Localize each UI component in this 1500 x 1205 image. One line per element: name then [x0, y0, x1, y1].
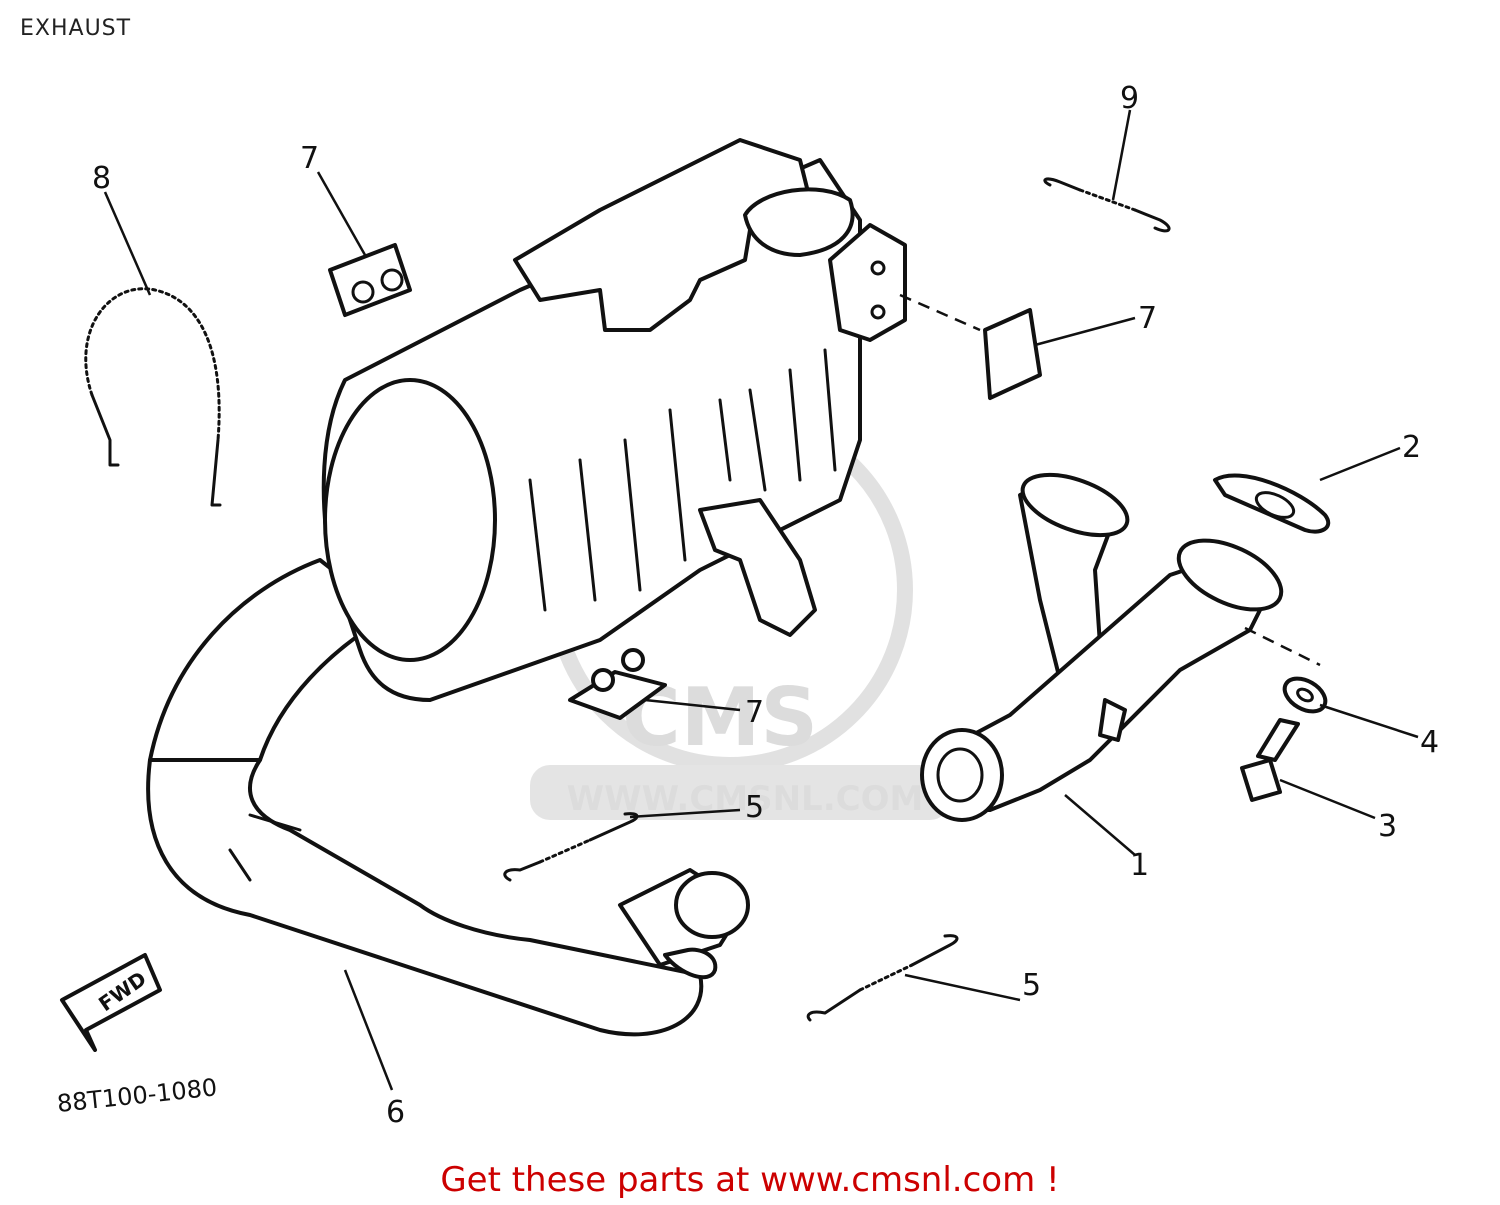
drawing-code: 88T100-1080: [56, 1073, 219, 1118]
tail-pipe: [146, 758, 704, 1037]
exhaust-pipe: [920, 472, 1284, 822]
callout-5-mid: 5: [745, 790, 764, 825]
gasket: [1213, 473, 1331, 534]
muffler-inlet-collar: [743, 187, 855, 257]
spring-large: [84, 287, 222, 507]
spring-small-bottom: [806, 934, 959, 1022]
callout-5-bottom: 5: [1022, 968, 1041, 1003]
muffler-end-cap: [323, 378, 497, 662]
exhaust-pipe-flange-rear: [1020, 472, 1130, 538]
exhaust-pipe-flange-front: [1176, 538, 1284, 612]
muffler-assembly: [146, 138, 907, 1037]
exhaust-exploded-diagram: CMS WWW.CMSNL.COM: [56, 81, 1439, 1130]
callout-7-top: 7: [300, 141, 319, 176]
callout-7-right: 7: [1138, 301, 1157, 336]
exhaust-pipe-tab: [1098, 698, 1127, 742]
tail-bracket: [663, 947, 718, 980]
spring-small-top: [1043, 177, 1171, 233]
forward-direction-arrow: FWD: [60, 953, 162, 1052]
leader-lines: [103, 109, 1419, 1091]
callout-8: 8: [92, 161, 111, 196]
washer: [1282, 676, 1328, 714]
exhaust-pipe-inlet: [920, 728, 1004, 822]
callout-9: 9: [1120, 81, 1139, 116]
muffler-mount-tab: [828, 223, 907, 342]
watermark-url: WWW.CMSNL.COM: [567, 779, 924, 819]
damper-top-left: [328, 243, 412, 317]
pipe-bend: [148, 558, 392, 762]
muffler-top-shield: [513, 138, 812, 332]
tail-outlet: [674, 871, 750, 939]
muffler-side-outlet: [698, 498, 817, 637]
callout-2: 2: [1402, 430, 1421, 465]
callout-1: 1: [1130, 848, 1149, 883]
callout-4: 4: [1420, 725, 1439, 760]
callout-7-bottom: 7: [745, 695, 764, 730]
callout-3: 3: [1378, 809, 1397, 844]
spring-small-mid: [503, 812, 639, 882]
get-parts-link[interactable]: Get these parts at www.cmsnl.com !: [440, 1160, 1060, 1200]
damper-bottom: [568, 648, 667, 720]
page-title: EXHAUST: [20, 16, 132, 41]
bolt: [1240, 718, 1300, 802]
callout-6: 6: [386, 1095, 405, 1130]
damper-right: [983, 308, 1042, 400]
